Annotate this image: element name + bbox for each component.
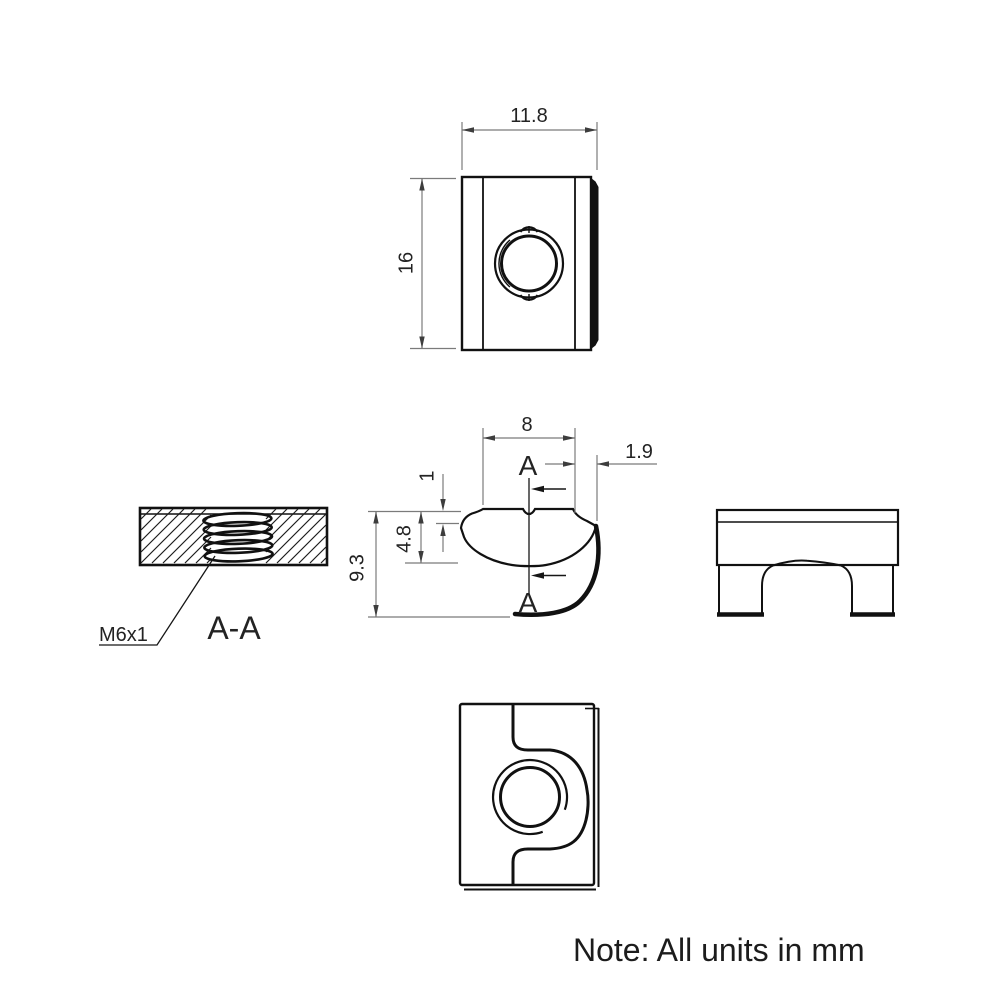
dim-overall-height: 9.3 bbox=[346, 511, 510, 618]
left-leg bbox=[718, 564, 774, 613]
hatch-right bbox=[265, 508, 327, 564]
dim-right-offset: 1.9 bbox=[545, 441, 657, 521]
threaded-hole-bottom bbox=[491, 758, 569, 836]
dim-top-height: 16 bbox=[395, 177, 456, 350]
dim-label-8: 8 bbox=[521, 414, 532, 436]
section-cut-line: A A bbox=[519, 450, 566, 618]
right-leg bbox=[840, 564, 894, 613]
spring-edge-band bbox=[591, 178, 599, 349]
front-view bbox=[715, 508, 900, 617]
dim-label-1-9: 1.9 bbox=[625, 441, 653, 463]
threaded-hole-top bbox=[493, 226, 565, 301]
dim-top-width: 11.8 bbox=[461, 105, 598, 170]
section-aa-view: M6x1 A-A bbox=[99, 506, 329, 646]
dim-label-9-3: 9.3 bbox=[346, 554, 368, 582]
thread-coils bbox=[202, 511, 274, 563]
spring-crown-curve bbox=[772, 559, 842, 567]
profile-outline bbox=[459, 507, 598, 568]
dim-label-4-8: 4.8 bbox=[393, 525, 415, 553]
dim-lip-height: 1 bbox=[368, 470, 461, 552]
section-marker-bottom: A bbox=[519, 587, 538, 618]
section-marker-top: A bbox=[519, 450, 538, 481]
top-view bbox=[460, 175, 599, 352]
section-title-label: A-A bbox=[207, 610, 261, 646]
dim-slot-width: 8 bbox=[482, 414, 576, 513]
side-profile-view: A A 8 1.9 1 bbox=[346, 414, 657, 618]
thread-spec-label: M6x1 bbox=[99, 624, 148, 646]
dim-body-height: 4.8 bbox=[393, 511, 458, 564]
spring-clip-outline bbox=[511, 704, 590, 885]
dim-label-16: 16 bbox=[395, 252, 417, 274]
units-note: Note: All units in mm bbox=[573, 932, 865, 968]
hatch-left bbox=[140, 508, 212, 564]
bottom-view bbox=[458, 702, 600, 891]
spring-leaf-curve bbox=[512, 523, 601, 618]
thread-leader-line bbox=[99, 555, 216, 646]
dim-label-1: 1 bbox=[416, 470, 438, 481]
dim-label-11-8: 11.8 bbox=[510, 105, 547, 127]
